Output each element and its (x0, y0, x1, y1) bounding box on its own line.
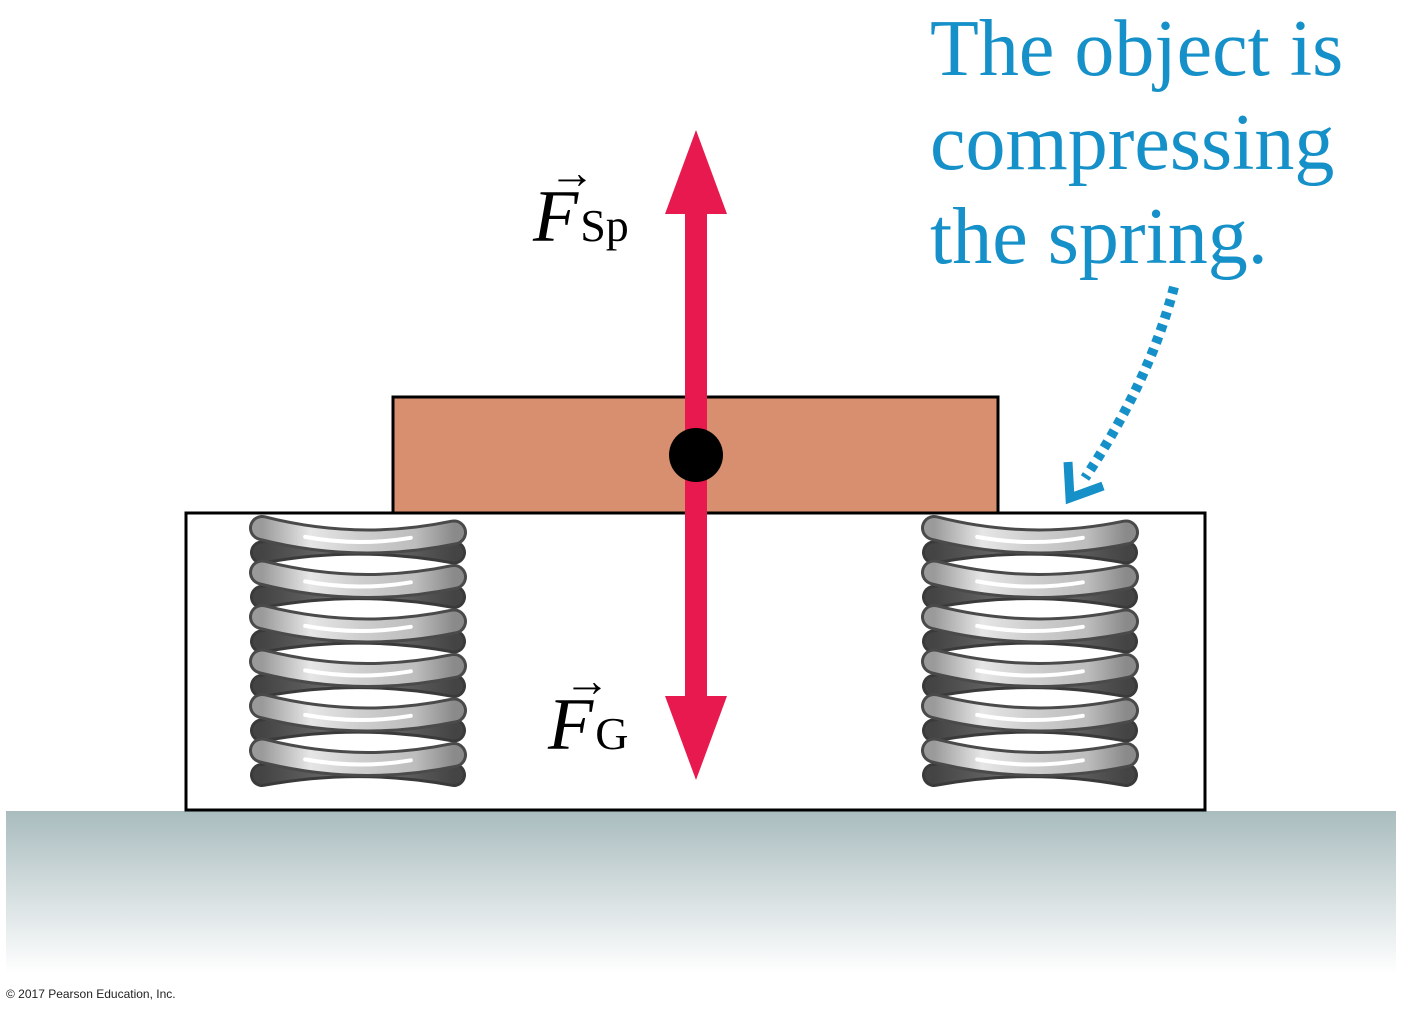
vector-arrow-mark: → (564, 655, 610, 706)
spring-coil-highlight (303, 668, 413, 678)
spring-coil-highlight (975, 668, 1085, 678)
spring-coil-highlight (303, 757, 413, 767)
annotation-text: The object is compressing the spring. (930, 2, 1400, 284)
gravity-force-label: → FG (548, 658, 629, 763)
force-subscript: Sp (580, 200, 629, 251)
gravity-force-arrowhead (665, 696, 727, 780)
spring-coil-highlight (975, 712, 1085, 723)
ground (6, 811, 1396, 973)
spring-coil-highlight (303, 579, 413, 589)
vector-arrow-mark: → (549, 147, 595, 198)
spring-coil-highlight (303, 534, 413, 545)
spring-coil-highlight (303, 623, 413, 634)
spring-force-arrowhead (665, 130, 727, 214)
copyright-notice: © 2017 Pearson Education, Inc. (6, 987, 176, 1001)
spring-coil-highlight (975, 623, 1085, 634)
dotted-pointer-arrowhead (1063, 461, 1105, 505)
spring-coil-highlight (975, 757, 1085, 767)
dotted-pointer-arrow (1080, 285, 1179, 481)
center-point-dot (669, 428, 723, 482)
right-spring (921, 515, 1139, 787)
spring-coil-highlight (303, 712, 413, 723)
force-symbol: F (548, 684, 594, 766)
spring-coil-highlight (975, 579, 1085, 589)
annotation-line-3: the spring. (930, 193, 1268, 281)
spring-force-label: → FSp (533, 150, 629, 255)
left-spring (249, 515, 467, 787)
force-symbol: F (533, 176, 579, 258)
annotation-line-1: The object is (930, 5, 1344, 93)
spring-coil-highlight (975, 534, 1085, 545)
force-subscript: G (595, 708, 629, 759)
annotation-line-2: compressing (930, 99, 1335, 187)
